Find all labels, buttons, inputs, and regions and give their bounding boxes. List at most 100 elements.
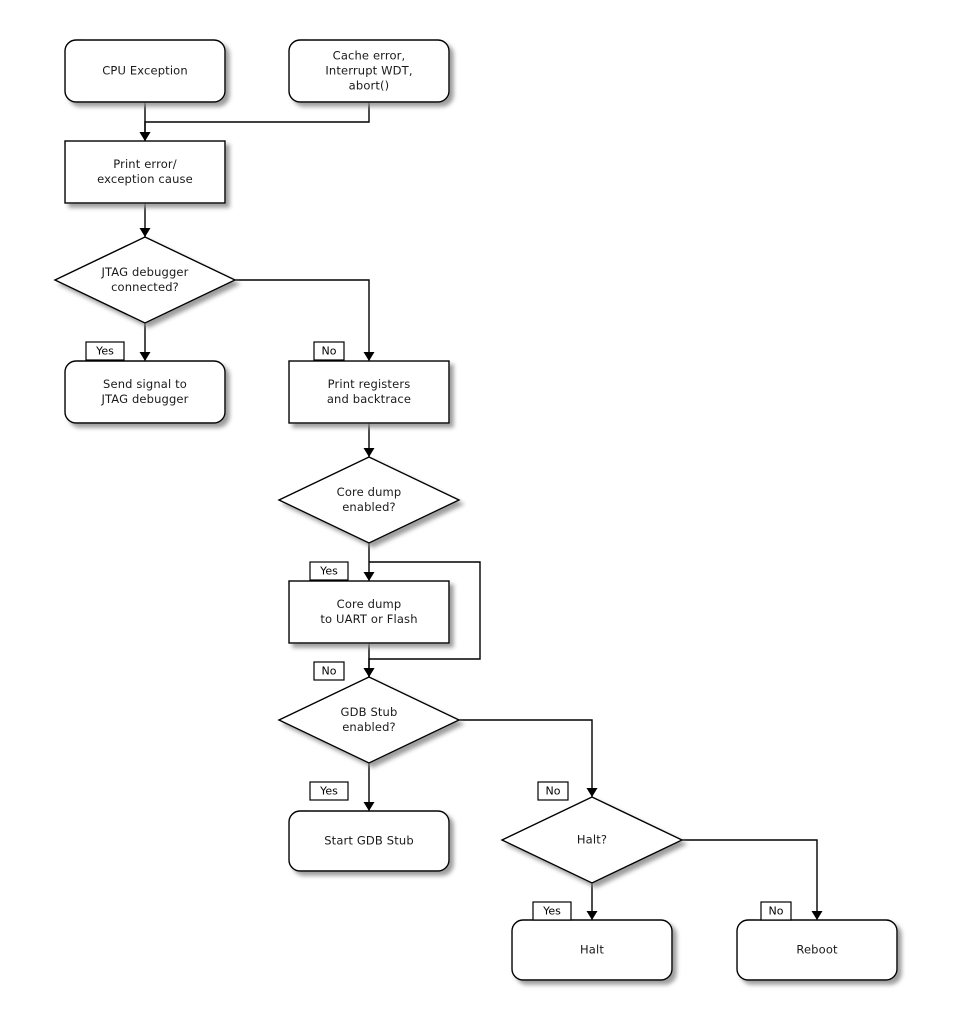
- arrow-head: [363, 572, 375, 581]
- node-shape-gdb-stub-enabled: [277, 676, 461, 764]
- arrow-head: [139, 228, 151, 237]
- edge-label-text: No: [322, 345, 337, 358]
- arrow-head: [139, 132, 151, 141]
- edge-label-box: [309, 561, 349, 581]
- arrow-head: [586, 911, 598, 920]
- node-label-cache-error: Cache error,: [333, 49, 406, 63]
- arrow-head: [363, 668, 375, 677]
- edge-label-box: [313, 661, 345, 681]
- node-shape-start-gdb-stub: [288, 810, 450, 872]
- node-label-start-gdb-stub: Start GDB Stub: [324, 834, 414, 848]
- arrow-head: [363, 352, 375, 361]
- node-shape-print-error-cause: [64, 140, 226, 204]
- edge-edge-coredump-action-to-gdbstub: [363, 643, 375, 677]
- edge-label-box: [85, 341, 125, 361]
- edge-label-text: No: [769, 905, 784, 918]
- arrow-head: [139, 352, 151, 361]
- node-shape-core-dump-enabled: [277, 456, 461, 544]
- node-label-jtag-debugger-connected: connected?: [111, 280, 179, 294]
- arrow-head: [363, 448, 375, 457]
- node-halt-action[interactable]: Halt: [511, 919, 673, 981]
- edge-edge-jtag-yes: [139, 323, 151, 361]
- node-label-print-error-cause: exception cause: [97, 172, 193, 186]
- node-label-core-dump-to-uart-or-flash: Core dump: [337, 597, 402, 611]
- edge-label-text: Yes: [542, 905, 561, 918]
- edge-edge-halt-no: [682, 839, 823, 920]
- edge-label-edge-jtag-yes: Yes: [85, 341, 125, 361]
- node-label-halt-decision: Halt?: [577, 833, 607, 847]
- edge-label-box: [537, 781, 569, 801]
- edge-label-edge-coredump-yes: Yes: [309, 561, 349, 581]
- node-label-gdb-stub-enabled: enabled?: [342, 720, 396, 734]
- edge-label-edge-gdbstub-yes: Yes: [309, 781, 349, 801]
- arrow-head: [586, 788, 598, 797]
- edge-path: [144, 102, 370, 141]
- node-label-core-dump-enabled: Core dump: [337, 485, 402, 499]
- edge-edge-jtag-no: [235, 279, 375, 361]
- edge-label-text: Yes: [319, 785, 338, 798]
- edge-edge-cache-to-print: [139, 102, 370, 141]
- node-shape-cache-error: [288, 39, 450, 103]
- edges-layer: [139, 102, 823, 920]
- edge-path: [682, 839, 818, 920]
- node-label-print-registers-backtrace: Print registers: [328, 377, 411, 391]
- node-reboot-action[interactable]: Reboot: [736, 919, 898, 981]
- arrow-head: [811, 911, 823, 920]
- edge-label-text: Yes: [319, 565, 338, 578]
- node-label-jtag-debugger-connected: JTAG debugger: [100, 265, 188, 279]
- node-label-send-signal-to-jtag: JTAG debugger: [100, 392, 188, 406]
- node-shape-reboot-action: [736, 919, 898, 981]
- node-start-gdb-stub[interactable]: Start GDB Stub: [288, 810, 450, 872]
- edge-label-text: No: [546, 785, 561, 798]
- edge-label-text: Yes: [95, 345, 114, 358]
- node-cpu-exception[interactable]: CPU Exception: [64, 39, 226, 103]
- edge-label-box: [760, 901, 792, 921]
- edge-label-edge-halt-no: No: [760, 901, 792, 921]
- node-shape-cpu-exception: [64, 39, 226, 103]
- edge-edge-gdbstub-yes: [363, 763, 375, 811]
- node-label-reboot-action: Reboot: [796, 943, 838, 957]
- edge-label-edge-halt-yes: Yes: [532, 901, 572, 921]
- node-label-cache-error: abort(): [349, 79, 390, 93]
- edge-label-box: [532, 901, 572, 921]
- node-label-core-dump-enabled: enabled?: [342, 500, 396, 514]
- node-print-error-cause[interactable]: Print error/exception cause: [64, 140, 226, 204]
- node-shape-halt-decision: [500, 796, 684, 884]
- edge-edge-print-to-jtag: [139, 203, 151, 237]
- node-label-core-dump-to-uart-or-flash: to UART or Flash: [320, 612, 417, 626]
- node-halt-decision[interactable]: Halt?: [500, 796, 684, 884]
- node-label-cache-error: Interrupt WDT,: [325, 64, 412, 78]
- node-shape-halt-action: [511, 919, 673, 981]
- arrow-head: [363, 802, 375, 811]
- edge-path: [459, 719, 593, 797]
- edge-edge-gdbstub-no: [459, 719, 598, 797]
- edge-path: [235, 279, 370, 361]
- edge-label-box: [313, 341, 345, 361]
- node-shape-core-dump-to-uart-or-flash: [288, 580, 450, 644]
- node-label-send-signal-to-jtag: Send signal to: [103, 377, 187, 391]
- edge-label-box: [309, 781, 349, 801]
- edge-edge-halt-yes: [586, 883, 598, 920]
- node-label-cpu-exception: CPU Exception: [102, 64, 188, 78]
- node-shape-jtag-debugger-connected: [53, 236, 237, 324]
- edge-label-edge-coredump-no: No: [313, 661, 345, 681]
- edge-label-edge-gdbstub-no: No: [537, 781, 569, 801]
- edge-edge-registers-to-coredump: [363, 423, 375, 457]
- node-label-gdb-stub-enabled: GDB Stub: [341, 705, 398, 719]
- edge-label-edge-jtag-no: No: [313, 341, 345, 361]
- node-label-halt-action: Halt: [580, 943, 604, 957]
- node-label-print-registers-backtrace: and backtrace: [327, 392, 411, 406]
- node-shape-print-registers-backtrace: [288, 360, 450, 424]
- node-label-print-error-cause: Print error/: [113, 157, 177, 171]
- node-shape-send-signal-to-jtag: [64, 360, 226, 424]
- node-cache-error[interactable]: Cache error,Interrupt WDT,abort(): [288, 39, 450, 103]
